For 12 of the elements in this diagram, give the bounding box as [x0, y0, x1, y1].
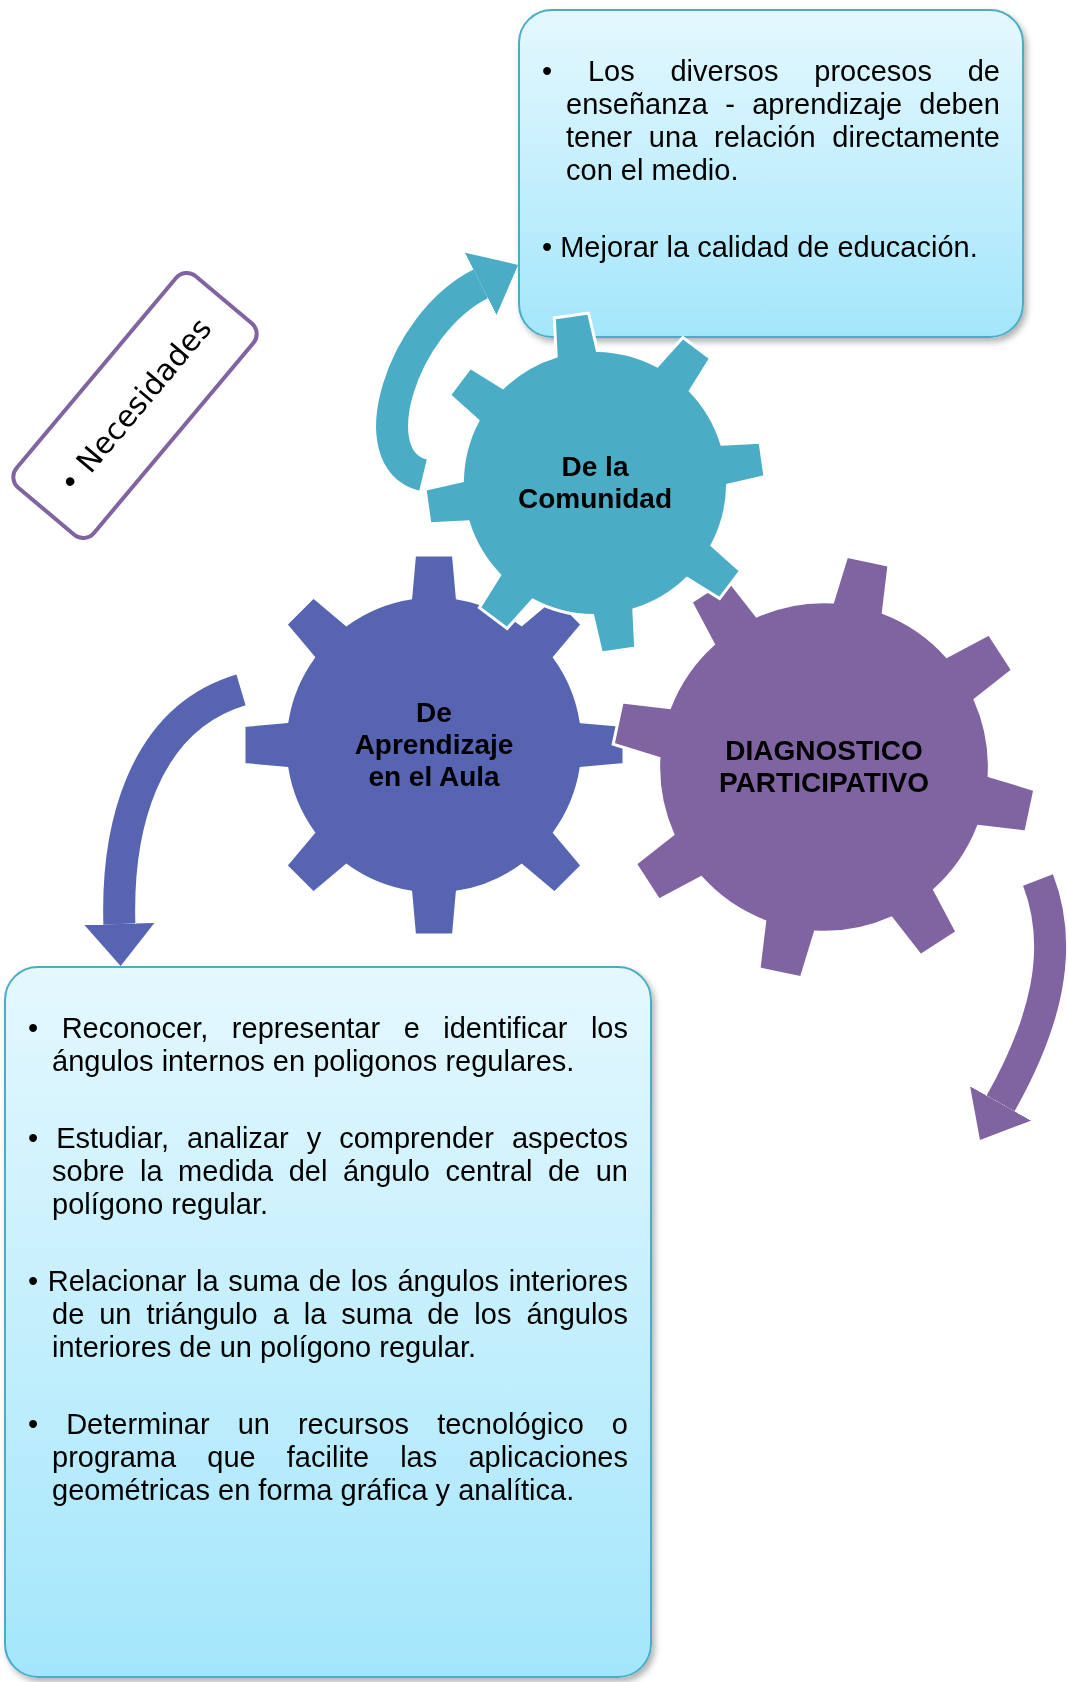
- bullet-text: • Reconocer, representar e identificar los ángulos internos en poligonos regulares.: [28, 1012, 628, 1078]
- gear-label: De Aprendizaje en el Aula: [353, 697, 515, 793]
- bullet-text: • Mejorar la calidad de educación.: [542, 231, 979, 264]
- text-panel: [518, 9, 1024, 338]
- bullet-text: • Estudiar, analizar y comprender aspectos sobre la medida del ángulo central de un polígono regular.: [28, 1122, 628, 1221]
- text-panel: [4, 966, 652, 1678]
- gear-label: DIAGNOSTICO PARTICIPATIVO: [718, 735, 930, 799]
- bullet-text: • Los diversos procesos de enseñanza - aprendizaje deben tener una relación directamente con el medio.: [542, 55, 1000, 187]
- gear-label: De la Comunidad: [517, 451, 673, 515]
- gear-shape: [423, 311, 767, 655]
- bullet-text: • Determinar un recursos tecnológico o programa que facilite las aplicaciones geométricas en forma gráfica y analítica.: [28, 1408, 628, 1507]
- bullet-text: • Relacionar la suma de los ángulos interiores de un triángulo a la suma de los ángulos interiores de un polígono regular.: [28, 1265, 628, 1364]
